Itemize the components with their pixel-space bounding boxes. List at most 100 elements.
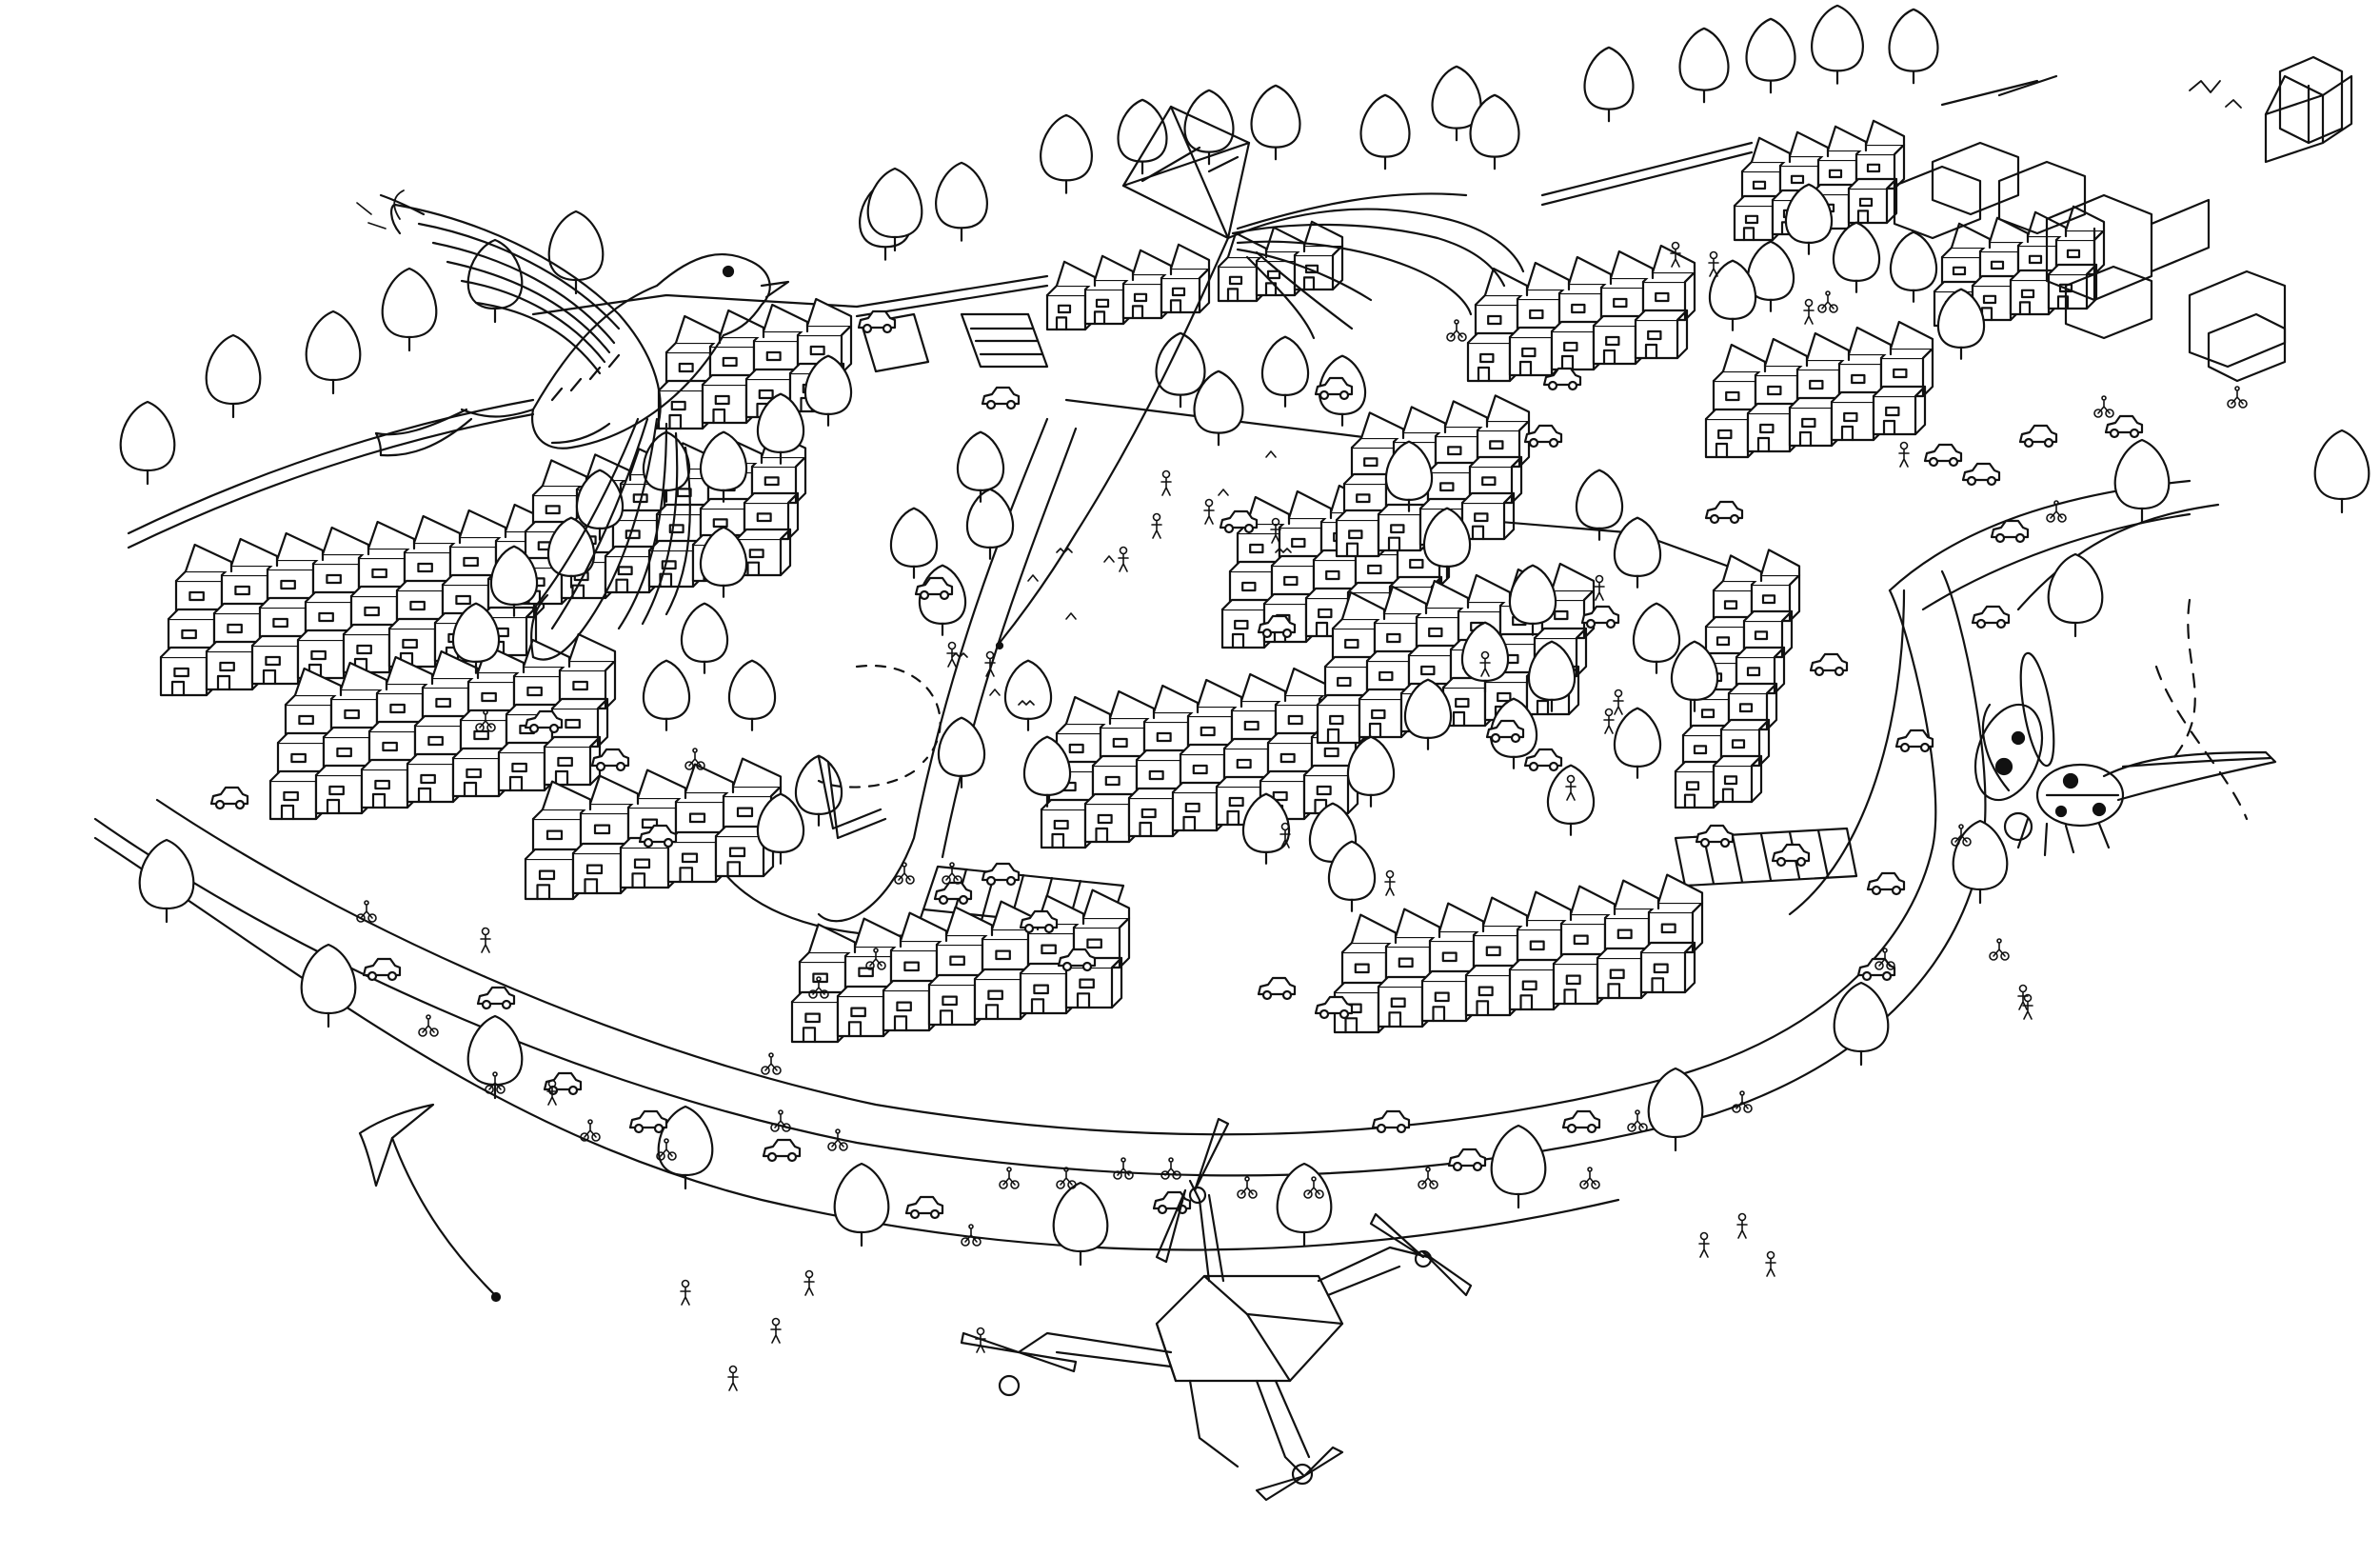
tree-icon — [1424, 509, 1470, 578]
person-icon — [1204, 500, 1214, 525]
car-icon — [916, 578, 952, 599]
housing-blocks — [161, 121, 2104, 1042]
car-icon — [1811, 654, 1847, 675]
car-icon — [1582, 607, 1618, 628]
bicycle-icon — [1580, 1168, 1599, 1188]
car-icon — [1220, 511, 1257, 532]
terraced-housing-block — [1706, 322, 1933, 457]
bicycle-icon — [1952, 825, 1971, 846]
bicycle-icon — [895, 863, 914, 884]
tree-icon — [1585, 48, 1634, 121]
car-icon — [1925, 445, 1961, 466]
terraced-housing-block — [1335, 875, 1702, 1032]
bicycle-icon — [581, 1120, 600, 1141]
tree-icon — [659, 1107, 713, 1188]
person-icon — [1480, 652, 1490, 677]
person-icon — [1671, 243, 1680, 268]
person-icon — [1614, 690, 1623, 715]
tree-icon — [1786, 185, 1832, 254]
tree-icon — [644, 661, 689, 730]
tree-icon — [1471, 95, 1519, 169]
tree-icon — [2315, 430, 2370, 512]
car-icon — [1963, 464, 1999, 485]
tree-icon — [1680, 29, 1729, 102]
car-icon — [592, 749, 628, 770]
parking-lot-top — [862, 314, 1047, 371]
car-icon — [2020, 426, 2056, 447]
car-icon — [1706, 502, 1742, 523]
tree-icon — [729, 661, 775, 730]
tree-icon — [1890, 10, 1938, 83]
tree-icon — [1835, 983, 1889, 1065]
car-icon — [1259, 616, 1295, 637]
bicycle-icon — [1057, 1168, 1076, 1188]
tree-icon — [1119, 100, 1167, 173]
small-kite-icon — [360, 1105, 500, 1301]
people — [481, 243, 2033, 1391]
tree-icon — [939, 718, 984, 788]
bicycle-icon — [1990, 939, 2009, 960]
car-icon — [1373, 1111, 1409, 1132]
tree-icon — [1529, 642, 1575, 711]
person-icon — [1271, 519, 1280, 544]
person-icon — [1699, 1233, 1709, 1258]
bicycle-icon — [476, 710, 495, 731]
car-icon — [1696, 826, 1733, 847]
car-icon — [1316, 997, 1352, 1018]
car-icon — [1259, 978, 1295, 999]
bicycle-icon — [1161, 1158, 1180, 1179]
terraced-housing-block — [1041, 663, 1373, 848]
person-icon — [2023, 995, 2033, 1020]
bicycle-icon — [1238, 1177, 1257, 1198]
bicycle-icon — [1875, 948, 1894, 969]
tree-icon — [1386, 442, 1432, 511]
terraced-housing-block — [1468, 246, 1695, 381]
car-icon — [1992, 521, 2028, 542]
tree-icon — [967, 489, 1013, 559]
tree-icon — [1672, 642, 1717, 711]
bicycle-icon — [1818, 291, 1837, 312]
tree-icon — [701, 528, 746, 597]
tree-icon — [1747, 19, 1795, 92]
tree-icon — [682, 604, 727, 673]
person-icon — [1280, 824, 1290, 848]
person-icon — [804, 1271, 814, 1296]
cars — [211, 311, 2142, 1218]
tree-icon — [1812, 6, 1863, 84]
person-icon — [728, 1367, 738, 1391]
person-icon — [1595, 576, 1604, 601]
car-icon — [859, 311, 895, 332]
tree-icon — [1834, 223, 1879, 292]
tree-icon — [302, 945, 356, 1027]
bicycle-icon — [2047, 501, 2066, 522]
terraced-housing-block — [792, 890, 1129, 1042]
bicycle-icon — [657, 1139, 676, 1160]
tree-icon — [1005, 661, 1051, 730]
person-icon — [481, 928, 490, 953]
tree-icon — [1615, 518, 1660, 588]
trees — [121, 6, 2370, 1265]
courtyard-park — [819, 451, 1291, 838]
car-icon — [630, 1111, 666, 1132]
bicycle-icon — [1418, 1168, 1438, 1188]
car-icon — [1868, 873, 1904, 894]
bicycles — [357, 291, 2247, 1246]
person-icon — [1152, 514, 1161, 539]
tree-icon — [1348, 737, 1394, 807]
bicycle-icon — [942, 863, 962, 884]
tree-icon — [1634, 604, 1679, 673]
tree-icon — [140, 840, 194, 922]
bicycle-icon — [828, 1129, 847, 1150]
person-icon — [1604, 709, 1614, 734]
tree-icon — [1548, 766, 1594, 835]
tree-icon — [1649, 1068, 1703, 1150]
bicycle-icon — [2228, 387, 2247, 408]
tree-icon — [958, 432, 1003, 502]
bicycle-icon — [1114, 1158, 1133, 1179]
tree-icon — [701, 432, 746, 502]
person-icon — [1804, 300, 1814, 325]
car-icon — [1896, 730, 1933, 751]
car-icon — [1525, 426, 1561, 447]
bicycle-icon — [1628, 1110, 1647, 1131]
person-icon — [1385, 871, 1395, 896]
